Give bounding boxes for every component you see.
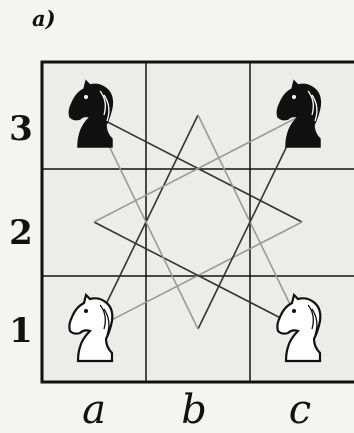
chess-board (0, 0, 354, 431)
